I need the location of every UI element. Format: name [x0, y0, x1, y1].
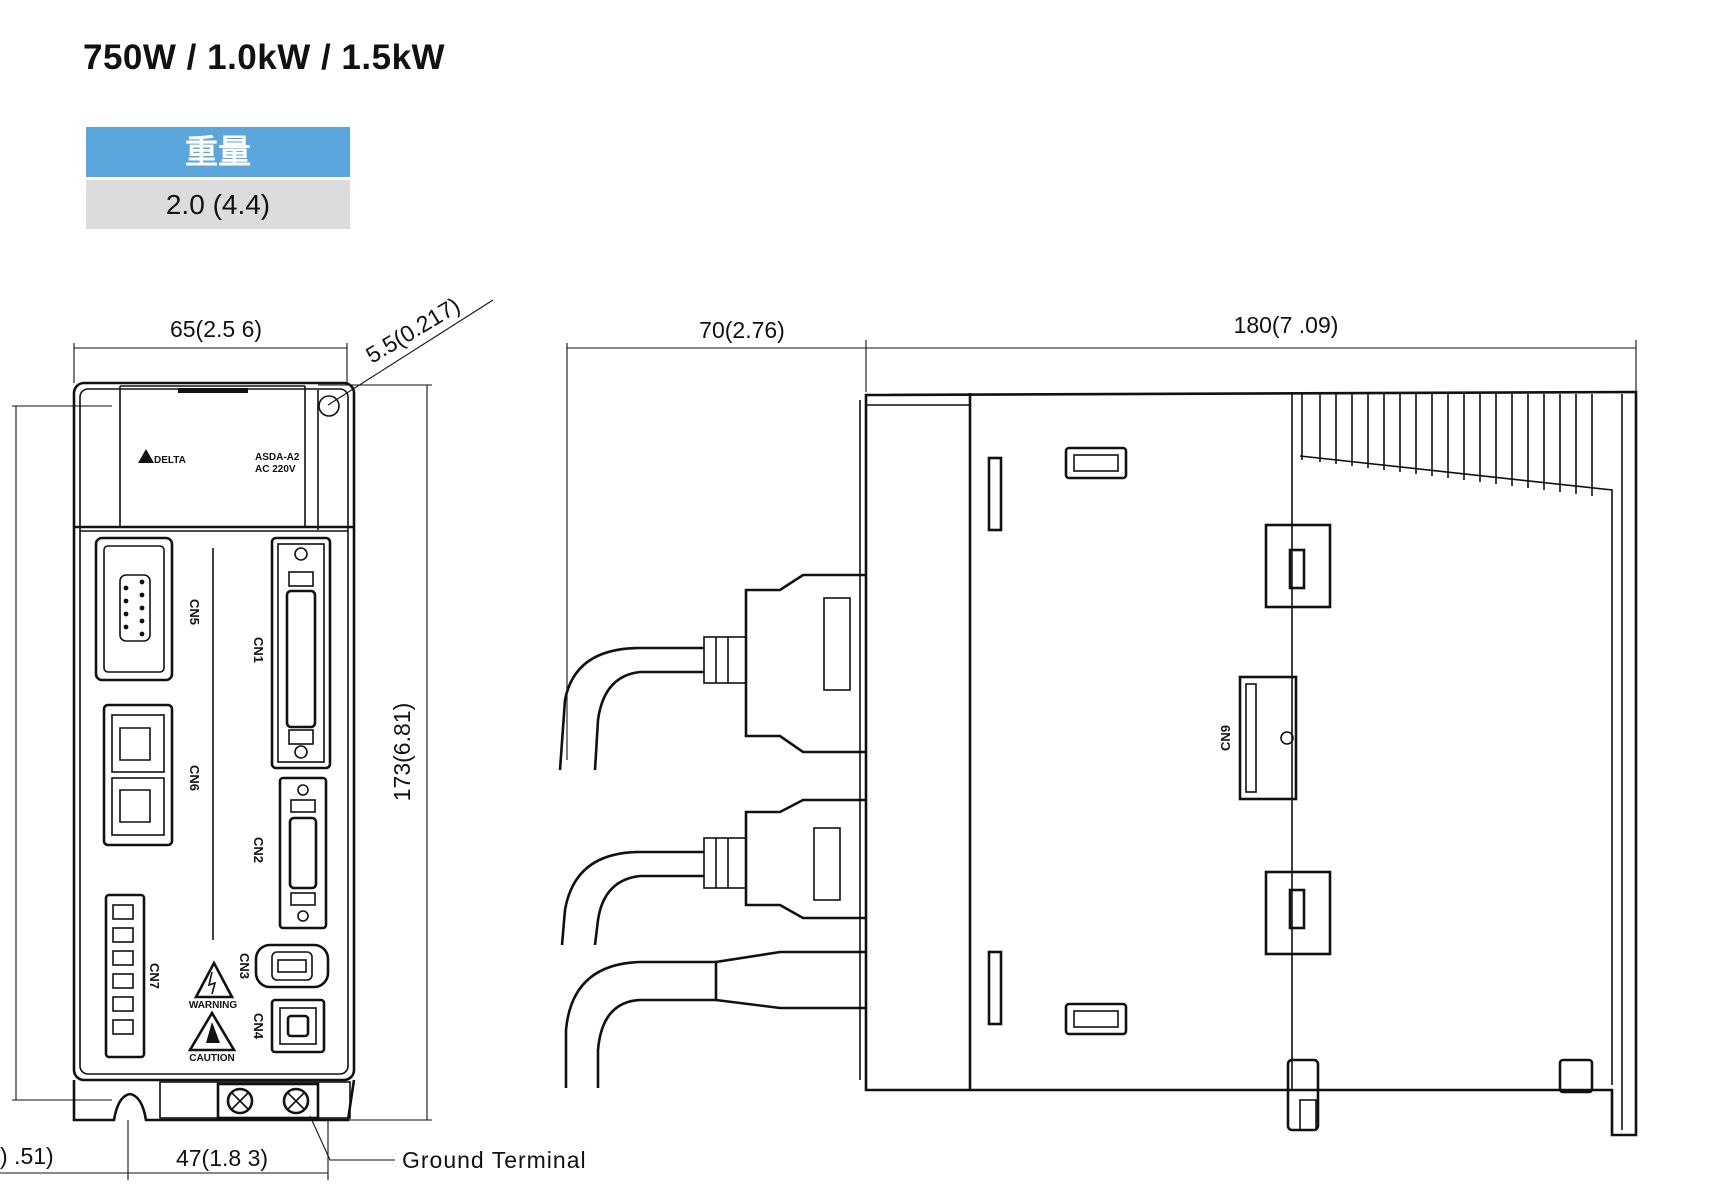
model-text: ASDA-A2 [255, 452, 300, 463]
dim-hole-label: 5.5(0.217) [361, 292, 464, 368]
delta-logo-icon [138, 449, 154, 463]
voltage-text: AC 220V [255, 464, 296, 475]
cn3-cable-plug [714, 950, 866, 1010]
cn4-label: CN4 [251, 1013, 266, 1040]
dim-height-label: 173(6.81) [389, 703, 415, 801]
brand-text: DELTA [154, 455, 186, 466]
cn5-connector [94, 536, 174, 682]
dim-width-label: 65(2.5 6) [170, 316, 262, 342]
cn2-cable-plug [744, 798, 866, 920]
cn4-connector [270, 998, 326, 1054]
weight-table-header: 重量 [86, 127, 350, 180]
front-view: 65(2.5 6) 5.5(0.217) 173(6.81) ) .51) DE… [0, 292, 587, 1180]
servo-drive-housing [72, 381, 356, 1082]
cn2-label: CN2 [251, 837, 266, 863]
cn2-cable [560, 850, 704, 946]
cn5-label: CN5 [187, 599, 202, 625]
mounting-hole-top [318, 395, 340, 417]
warning-text: WARNING [189, 1000, 238, 1011]
side-view: 70(2.76) 180(7 .09) [558, 312, 1638, 1137]
cn7-label: CN7 [147, 963, 162, 989]
cn6-label: CN6 [187, 765, 202, 791]
cn3-label: CN3 [237, 953, 252, 979]
cn2-connector [278, 776, 328, 930]
dim-bottom-label: 47(1.8 3) [176, 1145, 268, 1171]
warning-icon [193, 960, 235, 999]
side-housing [864, 390, 1638, 1137]
caution-text: CAUTION [189, 1053, 235, 1064]
caution-icon [187, 1010, 237, 1052]
cn3-cable [564, 960, 716, 1088]
cn1-cable-plug [744, 573, 866, 754]
dim-depth-label: 180(7 .09) [1234, 312, 1339, 338]
cn7-connector [104, 893, 146, 1059]
cn6-connector [102, 703, 174, 847]
weight-table: 重量 2.0 (4.4) [86, 127, 350, 229]
dim-cable-label: 70(2.76) [699, 317, 785, 343]
cn1-label: CN1 [251, 637, 266, 663]
weight-table-value: 2.0 (4.4) [86, 180, 350, 229]
cn3-connector [254, 943, 330, 989]
cn1-cable [558, 646, 704, 771]
ground-terminal-label: Ground Terminal [402, 1147, 587, 1173]
dim-left-partial-label: ) .51) [0, 1143, 54, 1169]
cn1-connector [270, 536, 332, 770]
cn9-label: CN9 [1218, 725, 1233, 751]
ground-terminal [216, 1082, 320, 1120]
page-title: 750W / 1.0kW / 1.5kW [83, 38, 446, 77]
cn9-connector [1238, 675, 1298, 801]
